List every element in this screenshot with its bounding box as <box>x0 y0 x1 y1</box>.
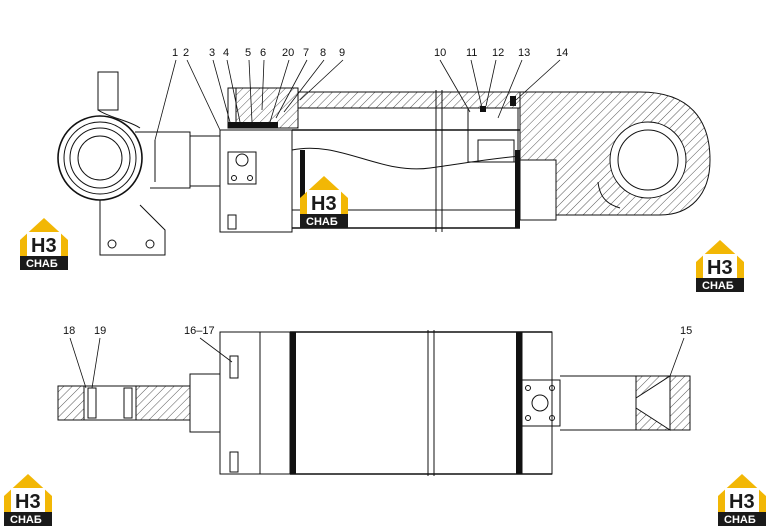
svg-text:H3: H3 <box>707 257 733 279</box>
svg-text:H3: H3 <box>15 491 41 513</box>
svg-text:СНАБ: СНАБ <box>724 514 756 526</box>
svg-text:H3: H3 <box>31 235 57 257</box>
callout-13: 13 <box>518 47 530 59</box>
logo-watermark-left: H3 СНАБ <box>20 218 68 270</box>
callout-19: 19 <box>94 325 106 337</box>
svg-text:СНАБ: СНАБ <box>702 280 734 292</box>
leader-lines-top <box>154 59 561 141</box>
svg-text:СНАБ: СНАБ <box>10 514 42 526</box>
callout-20: 20 <box>282 47 294 59</box>
bottom-side-view <box>57 330 691 476</box>
callouts-top: 1 2 3 4 5 6 20 7 8 9 10 11 12 13 14 <box>172 47 568 59</box>
callout-3: 3 <box>209 47 215 59</box>
callout-11: 11 <box>466 47 477 59</box>
logo-watermark-bottom-right: H3 СНАБ <box>718 474 766 526</box>
callout-18: 18 <box>63 325 75 337</box>
callout-2: 2 <box>183 47 189 59</box>
callout-8: 8 <box>320 47 326 59</box>
callout-1: 1 <box>172 47 178 59</box>
callout-5: 5 <box>245 47 251 59</box>
leader-lines-bottom <box>69 337 685 389</box>
callout-4: 4 <box>223 47 229 59</box>
top-section-view <box>57 71 711 256</box>
callout-15: 15 <box>680 325 692 337</box>
svg-text:H3: H3 <box>729 491 755 513</box>
logo-watermark-bottom-left: H3 СНАБ <box>4 474 52 526</box>
callout-10: 10 <box>434 47 446 59</box>
callout-7: 7 <box>303 47 309 59</box>
logo-watermark-right: H3 СНАБ <box>696 240 744 292</box>
callout-9: 9 <box>339 47 345 59</box>
callout-16-17: 16–17 <box>184 325 215 337</box>
svg-text:СНАБ: СНАБ <box>306 216 338 228</box>
svg-text:H3: H3 <box>311 193 337 215</box>
logo-watermark-center: H3 СНАБ <box>300 176 348 228</box>
callouts-bottom: 18 19 16–17 15 <box>63 325 692 337</box>
callout-14: 14 <box>556 47 568 59</box>
callout-12: 12 <box>492 47 504 59</box>
svg-text:СНАБ: СНАБ <box>26 258 58 270</box>
callout-6: 6 <box>260 47 266 59</box>
